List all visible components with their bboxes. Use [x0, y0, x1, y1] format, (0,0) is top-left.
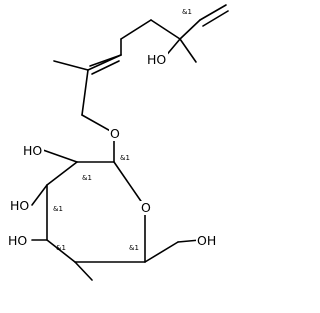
c5-oh-bond	[74, 261, 93, 281]
c3-hydroxyl-label: HO	[10, 198, 29, 213]
stereo-label-c3: &1	[53, 205, 63, 213]
c2-hydroxyl-label: HO	[23, 143, 42, 158]
allylic-ch2-bond	[81, 69, 89, 116]
tertiary-methyl-bond	[179, 38, 197, 63]
trisubstituted-double-bond-a	[89, 54, 122, 67]
c6-ch2-bond	[144, 241, 179, 263]
stereo-descriptors: &1 &1 &1 &1 &1 &1	[53, 8, 192, 252]
stereo-label-tertiary: &1	[182, 8, 192, 16]
atom-labels: HO O HO HO HO O OH	[7, 52, 218, 297]
stereo-label-c1: &1	[120, 154, 130, 162]
ring-bond-c4-c5	[46, 239, 76, 263]
chain-bond-2	[120, 19, 152, 40]
stereo-label-c5: &1	[129, 244, 139, 252]
ch2-ether-bond	[81, 114, 115, 134]
ring-bond-c2-c3	[46, 161, 78, 186]
ring-oxygen-label: O	[141, 200, 151, 215]
c3-oh-bond	[31, 184, 48, 206]
trisubstituted-double-bond-b	[91, 60, 120, 75]
tertiary-hydroxyl-label: HO	[147, 52, 166, 67]
ether-oxygen-label: O	[110, 126, 120, 141]
c4-hydroxyl-label: HO	[8, 233, 27, 248]
allylic-methyl-bond	[53, 60, 89, 71]
primary-hydroxyl-label: OH	[197, 233, 216, 248]
vinyl-double-bond-b	[202, 10, 229, 27]
ring-bond-o-c1	[113, 161, 146, 208]
stereo-label-c4: &1	[56, 244, 66, 252]
chemical-structure: HO O HO HO HO O OH &1 &1 &1 &1 &1 &1	[7, 4, 229, 297]
bond-network	[31, 4, 229, 281]
stereo-label-c2: &1	[82, 174, 92, 182]
chain-bond-1	[150, 19, 181, 40]
vinyl-double-bond-a	[199, 4, 227, 21]
c2-oh-bond	[42, 149, 78, 163]
vinyl-single-bond	[179, 19, 201, 40]
